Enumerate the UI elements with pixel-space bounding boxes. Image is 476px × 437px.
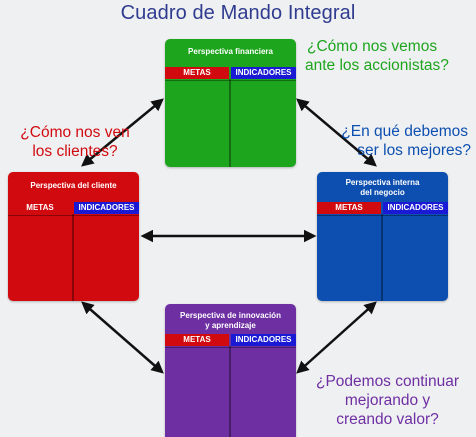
arrow-financiera-interna	[296, 98, 377, 167]
question-line2: los clientes?	[32, 143, 118, 160]
card-title-line2: del negocio	[360, 188, 405, 197]
card-perspectiva-financiera: Perspectiva financiera METAS INDICADORES	[165, 39, 296, 167]
metas-header: METAS	[8, 202, 72, 214]
column-divider	[229, 346, 231, 437]
table-divider	[165, 80, 296, 81]
card-title: Perspectiva financiera	[188, 47, 273, 56]
column-divider	[229, 79, 231, 167]
question-line2: ante los accionistas?	[305, 57, 449, 74]
question-line1: ¿En qué debemos	[341, 123, 468, 140]
question-financiera: ¿Cómo nos vemos ante los accionistas?	[305, 37, 449, 75]
indicadores-header: INDICADORES	[383, 202, 448, 214]
metas-header: METAS	[165, 334, 229, 346]
question-innovacion: ¿Podemos continuar mejorando y creando v…	[305, 372, 470, 429]
card-title-line1: Perspectiva de innovación	[180, 311, 281, 320]
indicadores-header: INDICADORES	[74, 202, 139, 214]
question-line2: mejorando y	[344, 392, 431, 409]
arrow-cliente-innovacion	[81, 301, 164, 374]
arrow-interna-innovacion	[296, 301, 377, 374]
indicadores-header: INDICADORES	[231, 334, 296, 346]
indicadores-header: INDICADORES	[231, 67, 296, 79]
column-divider	[72, 214, 74, 301]
question-line1: ¿Cómo nos vemos	[307, 38, 438, 55]
card-perspectiva-interna: Perspectiva interna del negocio METAS IN…	[317, 172, 448, 301]
metas-header: METAS	[317, 202, 381, 214]
question-line1: ¿Podemos continuar	[315, 373, 460, 390]
question-line1: ¿Cómo nos ven	[20, 124, 130, 141]
question-line2: ser los mejores?	[357, 142, 471, 159]
table-divider	[165, 347, 296, 348]
table-divider	[317, 215, 448, 216]
arrow-cliente-financiera	[81, 98, 164, 167]
metas-header: METAS	[165, 67, 229, 79]
diagram-title: Cuadro de Mando Integral	[120, 2, 356, 24]
table-divider	[8, 215, 139, 216]
card-perspectiva-cliente: Perspectiva del cliente METAS INDICADORE…	[8, 172, 139, 301]
card-perspectiva-innovacion: Perspectiva de innovación y aprendizaje …	[165, 304, 296, 437]
question-line3: creando valor?	[336, 411, 439, 428]
column-divider	[381, 214, 383, 301]
question-cliente: ¿Cómo nos ven los clientes?	[0, 123, 150, 161]
card-title-line1: Perspectiva interna	[345, 178, 420, 187]
card-title: Perspectiva del cliente	[30, 181, 117, 190]
card-title-line2: y aprendizaje	[205, 321, 256, 330]
question-interna: ¿En qué debemos ser los mejores?	[316, 122, 476, 160]
